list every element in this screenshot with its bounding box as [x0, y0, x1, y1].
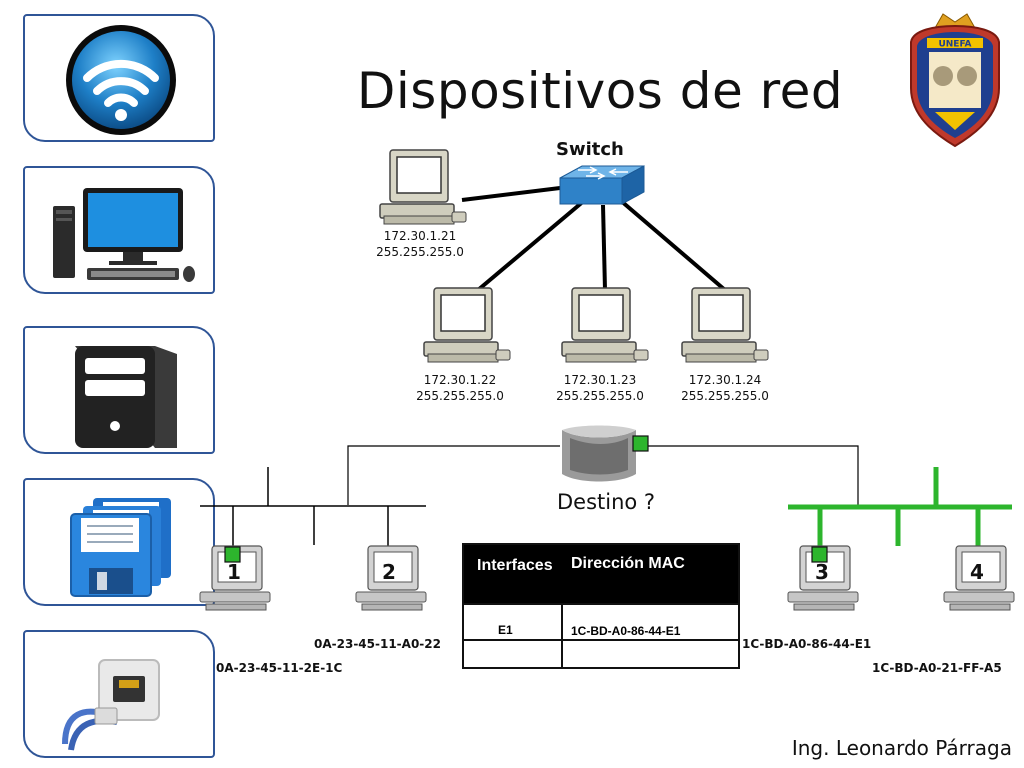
link-switch-host2	[476, 198, 587, 292]
switch-icon	[559, 165, 645, 205]
host4-label: 172.30.1.24 255.255.255.0	[665, 372, 785, 404]
pc-icon-4	[943, 545, 1015, 611]
wifi-card	[23, 14, 215, 142]
floppy-card	[23, 478, 215, 606]
host3-mask: 255.255.255.0	[556, 389, 644, 403]
pc4-number: 4	[970, 560, 984, 584]
header-mac: Dirección MAC	[571, 555, 685, 572]
switch-label: Switch	[556, 139, 624, 160]
row1-mac: 1C-BD-A0-86-44-E1	[571, 624, 681, 638]
pc1-port-indicator	[224, 546, 241, 563]
host1-mask: 255.255.255.0	[376, 245, 464, 259]
workstation-icon-host2	[423, 287, 511, 363]
pc4-mac: 1C-BD-A0-21-FF-A5	[872, 661, 1002, 675]
server-tower-icon	[75, 346, 177, 448]
host2-label: 172.30.1.22 255.255.255.0	[400, 372, 520, 404]
mac-address-table: Interfaces Dirección MAC E1 1C-BD-A0-86-…	[462, 543, 740, 669]
ethernet-port-icon	[62, 659, 160, 751]
pc2-mac: 0A-23-45-11-A0-22	[314, 637, 441, 651]
host3-ip: 172.30.1.23	[563, 373, 637, 387]
pc2-number: 2	[382, 560, 396, 584]
host1-label: 172.30.1.21 255.255.255.0	[360, 228, 480, 260]
page-title: Dispositivos de red	[356, 62, 844, 120]
port-indicator	[632, 435, 649, 452]
host2-ip: 172.30.1.22	[423, 373, 497, 387]
computer-card	[23, 166, 215, 294]
pc3-number: 3	[815, 560, 829, 584]
link-switch-host3	[601, 204, 607, 291]
header-interface: Interfaces	[477, 557, 553, 574]
desktop-computer-icon	[53, 188, 195, 282]
workstation-icon-host3	[561, 287, 649, 363]
host3-label: 172.30.1.23 255.255.255.0	[540, 372, 660, 404]
host1-ip: 172.30.1.21	[383, 229, 457, 243]
pc3-mac: 1C-BD-A0-86-44-E1	[742, 637, 872, 651]
host4-ip: 172.30.1.24	[688, 373, 762, 387]
pc1-number: 1	[227, 560, 241, 584]
pc1-mac: 0A-23-45-11-2E-1C	[216, 661, 343, 675]
host4-mask: 255.255.255.0	[681, 389, 769, 403]
logo-text: UNEFA	[938, 40, 971, 50]
workstation-icon-host4	[681, 287, 769, 363]
link-switch-host1	[461, 186, 561, 202]
host2-mask: 255.255.255.0	[416, 389, 504, 403]
pc-icon-2	[355, 545, 427, 611]
wifi-icon	[66, 25, 176, 135]
link-switch-host4	[618, 198, 727, 292]
left-segment	[200, 467, 426, 550]
right-segment	[788, 467, 1012, 552]
pc3-port-indicator	[811, 546, 828, 563]
destino-label: Destino ?	[557, 490, 656, 514]
link-bridge-left	[347, 445, 560, 505]
floppy-disks-icon	[70, 498, 171, 597]
row1-interface: E1	[498, 623, 513, 637]
author-credit: Ing. Leonardo Párraga	[791, 736, 1012, 760]
workstation-icon-host1	[379, 149, 467, 225]
bridge-icon	[562, 425, 649, 482]
table-header	[464, 545, 738, 603]
university-logo: UNEFA	[910, 13, 1000, 148]
server-card	[23, 326, 215, 454]
link-bridge-right	[648, 445, 859, 505]
ethernet-card	[23, 630, 215, 758]
